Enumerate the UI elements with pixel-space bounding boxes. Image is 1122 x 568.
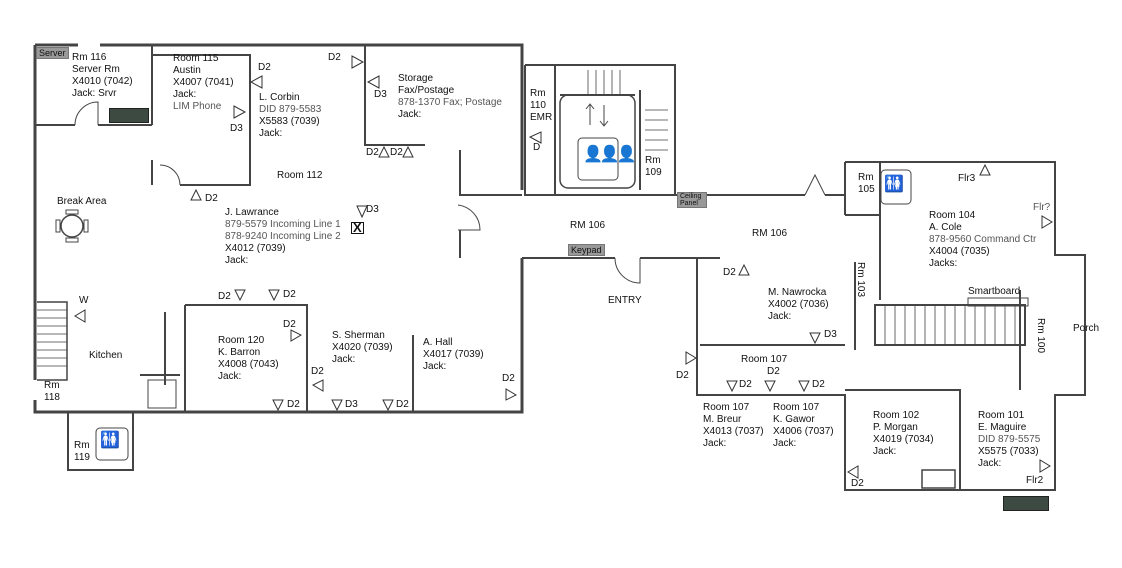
jack-marker: D2 xyxy=(676,370,689,381)
jack-marker: D2 xyxy=(205,193,218,204)
dark-box xyxy=(1003,496,1049,511)
room-112-label: Room 112 xyxy=(277,170,323,181)
room-106-label-2: RM 106 xyxy=(752,228,788,239)
jack-marker: D2 xyxy=(767,366,780,377)
smartboard-label: Smartboard xyxy=(968,286,1021,297)
jack-marker: D2 xyxy=(311,366,324,377)
jack-marker: D3 xyxy=(374,89,387,100)
jack-marker: D2 xyxy=(502,373,515,384)
jack-marker: D2 xyxy=(283,289,296,300)
jack-marker: D3 xyxy=(345,399,358,410)
entry-label: ENTRY xyxy=(608,295,642,306)
x-box-icon: X xyxy=(351,220,364,235)
porch-label: Porch xyxy=(1073,323,1100,334)
room-106-label: RM 106 xyxy=(570,220,606,231)
jack-marker: D2 xyxy=(396,399,409,410)
jack-marker: D2 xyxy=(366,147,379,158)
ceiling-panel-tag: Ceiling Panel xyxy=(677,192,707,208)
jack-marker: Flr2 xyxy=(1026,475,1044,486)
jack-marker: D2 xyxy=(328,52,341,63)
jack-marker: D xyxy=(533,142,541,153)
jack-marker: D3 xyxy=(824,329,837,340)
jack-marker: D2 xyxy=(723,267,736,278)
jack-marker: D2 xyxy=(283,319,296,330)
jack-marker: D2 xyxy=(218,291,231,302)
jack-marker: D2 xyxy=(812,379,825,390)
elevator-icon: 👤👤👤 xyxy=(583,146,637,163)
break-area-label: Break Area xyxy=(57,196,107,207)
jack-marker: D3 xyxy=(230,123,243,134)
jack-marker: Flr3 xyxy=(958,173,976,184)
kitchen-label: Kitchen xyxy=(89,350,123,361)
restroom-icon: 🚻 xyxy=(100,432,120,449)
server-tag: Server xyxy=(36,47,69,59)
printer-box xyxy=(109,108,149,123)
restroom-icon: 🚻 xyxy=(884,176,904,193)
jack-marker: Flr? xyxy=(1033,202,1051,213)
jack-marker: D2 xyxy=(258,62,271,73)
jack-marker: D3 xyxy=(366,204,379,215)
jack-marker: W xyxy=(79,295,89,306)
jack-marker: D2 xyxy=(851,478,864,489)
jack-marker: D2 xyxy=(390,147,403,158)
room-107-label: Room 107 xyxy=(741,354,788,365)
keypad-tag: Keypad xyxy=(568,244,605,256)
jack-marker: D2 xyxy=(287,399,300,410)
jack-marker: D2 xyxy=(739,379,752,390)
